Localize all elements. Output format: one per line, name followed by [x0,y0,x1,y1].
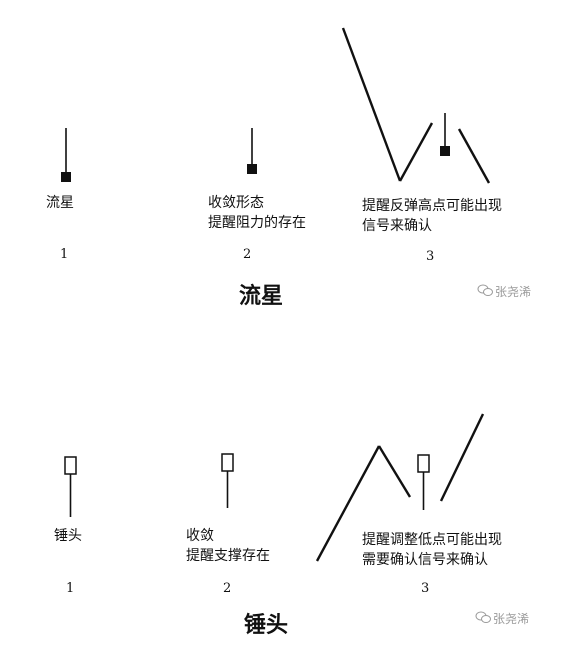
watermark-text: 张尧浠 [495,285,532,299]
hammer-pattern-3 [315,413,485,562]
shooting-star-label-3: 提醒反弹高点可能出现 信号来确认 [362,196,502,236]
shooting-star-number-1: 1 [60,247,69,262]
label-line: 提醒调整低点可能出现 [362,532,502,548]
hammer-candle-2 [221,453,234,508]
label-line: 收敛形态 [208,195,264,211]
wechat-icon [475,611,491,623]
shooting-star-number-3: 3 [426,249,435,264]
shooting-star-title: 流星 [239,283,284,309]
hammer-number-1: 1 [66,581,75,596]
label-line: 提醒支撑存在 [186,548,270,564]
shooting-star-number-2: 2 [243,247,252,262]
label-line: 流星 [46,195,74,211]
label-line: 锤头 [54,528,82,544]
shooting-star-label-1: 流星 [46,193,74,213]
watermark-text: 张尧浠 [493,612,530,626]
label-line: 提醒反弹高点可能出现 [362,198,502,214]
hammer-title: 锤头 [244,612,289,638]
shooting-star-label-2: 收敛形态 提醒阻力的存在 [208,193,306,233]
label-line: 信号来确认 [362,218,432,234]
label-line: 收敛 [186,528,214,544]
shooting-star-candle-2 [247,128,257,174]
hammer-number-3: 3 [421,581,430,596]
label-line: 提醒阻力的存在 [208,215,306,231]
label-line: 需要确认信号来确认 [362,552,488,568]
shooting-star-candle-1 [61,128,71,182]
hammer-number-2: 2 [223,581,232,596]
hammer-candle-1 [64,456,77,517]
hammer-label-1: 锤头 [54,526,82,546]
hammer-label-2: 收敛 提醒支撑存在 [186,526,270,566]
wechat-icon [477,284,493,296]
shooting-star-pattern-3 [341,27,491,184]
hammer-label-3: 提醒调整低点可能出现 需要确认信号来确认 [362,530,502,570]
